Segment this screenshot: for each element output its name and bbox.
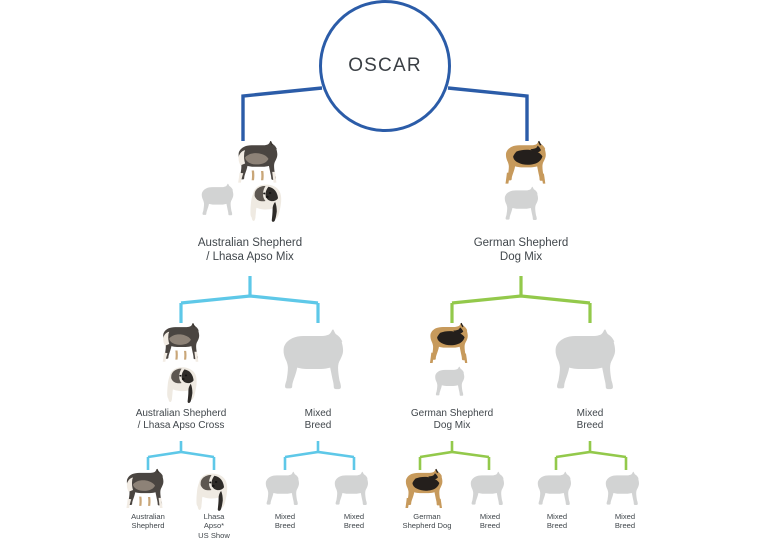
node-g3-2-label: Mixed Breed <box>304 408 332 432</box>
mixed-breed-silhouette <box>431 366 473 401</box>
g4-2-art <box>191 468 237 512</box>
australian-shepherd-photo <box>158 322 210 366</box>
mixed-breed-silhouette <box>261 471 309 511</box>
node-g4-5-label: German Shepherd Dog <box>402 512 452 531</box>
node-g3-4[interactable]: Mixed Breed <box>530 322 650 432</box>
g4-8-art <box>601 468 649 512</box>
node-g4-2-label: Lhasa Apso* US Show <box>198 512 230 540</box>
node-g4-4-label: Mixed Breed <box>343 512 365 531</box>
g3-4-art <box>547 322 633 408</box>
g4-3-art <box>261 468 309 512</box>
mixed-breed-silhouette <box>533 471 581 511</box>
node-g2-left[interactable]: Australian Shepherd / Lhasa Apso Mix <box>170 140 330 264</box>
g4-4-art <box>330 468 378 512</box>
node-g4-3-label: Mixed Breed <box>274 512 296 531</box>
node-g3-3-label: German Shepherd Dog Mix <box>410 408 494 432</box>
mixed-breed-silhouette-large <box>275 328 361 400</box>
node-g2-right-label: German Shepherd Dog Mix <box>473 237 569 264</box>
lhasa-apso-photo <box>245 180 291 222</box>
g4-6-art <box>466 468 514 512</box>
node-g4-1-label: Australian Shepherd <box>131 512 165 531</box>
node-g2-right[interactable]: German Shepherd Dog Mix <box>441 140 601 264</box>
node-g4-8-label: Mixed Breed <box>614 512 636 531</box>
left-branch-connector <box>179 276 320 323</box>
german-shepherd-photo <box>399 468 455 512</box>
right-branch-connector <box>450 276 592 323</box>
mixed-breed-silhouette <box>500 186 548 226</box>
german-shepherd-photo <box>500 140 558 188</box>
node-g3-4-label: Mixed Breed <box>576 408 604 432</box>
mixed-breed-silhouette <box>197 183 243 221</box>
g4-1-art <box>121 468 175 512</box>
node-g4-7[interactable]: Mixed Breed <box>522 468 592 531</box>
australian-shepherd-photo <box>121 468 175 512</box>
left-leaf-connector-a <box>146 441 216 470</box>
node-g4-6[interactable]: Mixed Breed <box>455 468 525 531</box>
node-g3-2[interactable]: Mixed Breed <box>258 322 378 432</box>
g4-7-art <box>533 468 581 512</box>
right-leaf-connector-b <box>554 441 628 470</box>
g3-2-art <box>275 322 361 408</box>
node-g4-4[interactable]: Mixed Breed <box>319 468 389 531</box>
g2-right-art <box>466 140 576 236</box>
lhasa-apso-photo <box>191 468 237 512</box>
right-leaf-connector-a <box>418 441 491 470</box>
g3-3-art <box>415 322 489 408</box>
node-g4-3[interactable]: Mixed Breed <box>250 468 320 531</box>
node-g4-1[interactable]: Australian Shepherd <box>108 468 188 531</box>
node-g3-1[interactable]: Australian Shepherd / Lhasa Apso Cross <box>106 322 256 432</box>
mixed-breed-silhouette <box>601 471 649 511</box>
node-g4-2[interactable]: Lhasa Apso* US Show <box>176 468 252 540</box>
german-shepherd-photo <box>425 322 479 367</box>
root-node-label: OSCAR <box>348 55 422 76</box>
node-g3-3[interactable]: German Shepherd Dog Mix <box>382 322 522 432</box>
node-g4-5[interactable]: German Shepherd Dog <box>382 468 472 531</box>
root-node-oscar[interactable]: OSCAR <box>319 0 451 132</box>
node-g4-8[interactable]: Mixed Breed <box>590 468 660 531</box>
g2-left-art <box>195 140 305 236</box>
mixed-breed-silhouette-large <box>547 328 633 400</box>
node-g4-6-label: Mixed Breed <box>479 512 501 531</box>
g3-1-art <box>144 322 218 408</box>
node-g2-left-label: Australian Shepherd / Lhasa Apso Mix <box>197 237 303 264</box>
left-leaf-connector-b <box>283 441 356 470</box>
g4-5-art <box>399 468 455 512</box>
lhasa-apso-photo <box>162 362 206 404</box>
mixed-breed-silhouette <box>330 471 378 511</box>
node-g4-7-label: Mixed Breed <box>546 512 568 531</box>
node-g3-1-label: Australian Shepherd / Lhasa Apso Cross <box>135 408 227 432</box>
mixed-breed-silhouette <box>466 471 514 511</box>
